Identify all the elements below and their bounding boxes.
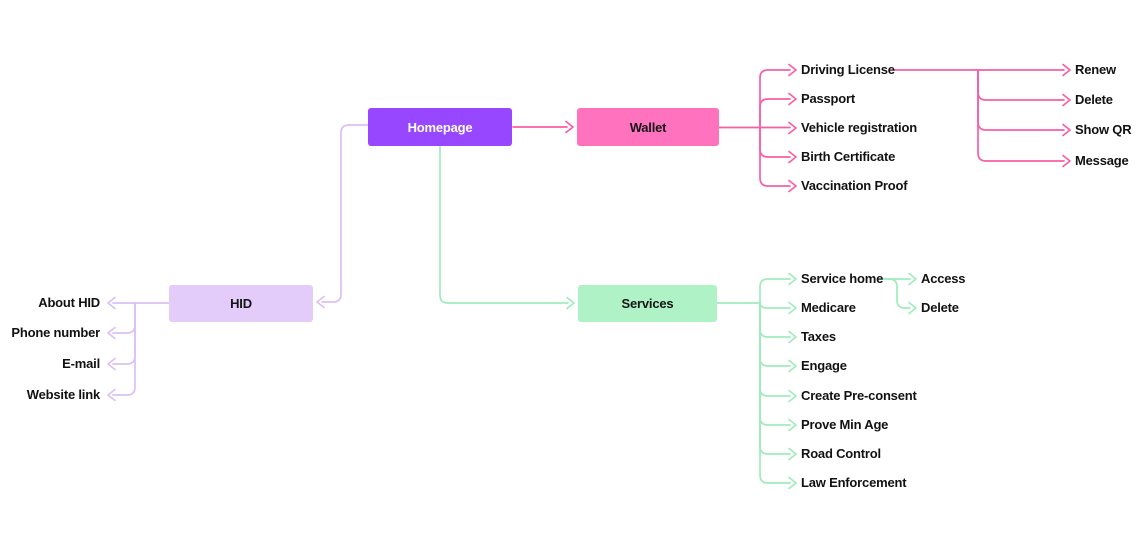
arrowhead-right-icon [1062,63,1071,77]
connector-homepage-services [439,145,575,310]
leaf-sh-delete[interactable]: Delete [921,300,959,315]
leaf-website-link[interactable]: Website link [26,387,100,402]
leaf-renew[interactable]: Renew [1075,62,1116,77]
connector-homepage-hid [316,124,369,309]
node-homepage-label: Homepage [407,119,473,135]
connector-wallet-driving-license [759,63,797,129]
node-wallet[interactable]: Wallet [577,108,719,146]
leaf-birth-certificate[interactable]: Birth Certificate [801,149,896,164]
arrowhead-right-icon [565,120,574,134]
connector-dl-show-qr [977,69,1071,137]
connector-wallet-vaccination-proof [759,126,797,193]
connector-homepage-wallet [512,120,574,134]
connector-services-taxes [759,302,797,344]
connector-services-medicare [759,301,797,315]
connector-hid-phone [107,302,136,340]
node-services[interactable]: Services [578,285,717,322]
leaf-message[interactable]: Message [1075,153,1129,168]
arrowhead-right-icon [788,63,797,77]
leaf-engage[interactable]: Engage [801,358,847,373]
connector-services-road-control [759,302,797,461]
leaf-vehicle-registration[interactable]: Vehicle registration [801,120,917,135]
connector-services-service-home [759,272,797,304]
connector-hid-about [107,296,170,310]
leaf-taxes[interactable]: Taxes [801,329,836,344]
leaf-prove-min-age[interactable]: Prove Min Age [801,417,889,432]
leaf-phone-number[interactable]: Phone number [11,325,100,340]
arrowhead-right-icon [1062,93,1071,107]
arrowhead-right-icon [788,179,797,193]
arrowhead-left-icon [316,295,325,309]
node-hid-label: HID [230,296,252,311]
arrowhead-right-icon [908,272,917,286]
arrowhead-right-icon [1062,154,1071,168]
connector-services-law-enforcement [759,302,797,490]
connector-hid-website [107,302,136,402]
arrowhead-right-icon [788,330,797,344]
connector-services-create-pre-consent [759,302,797,403]
node-homepage[interactable]: Homepage [368,108,512,146]
arrowhead-right-icon [1062,123,1071,137]
arrowhead-left-icon [107,296,116,310]
arrowhead-left-icon [107,388,116,402]
leaf-vaccination-proof[interactable]: Vaccination Proof [801,178,908,193]
leaf-show-qr[interactable]: Show QR [1075,122,1132,137]
node-services-label: Services [621,296,674,311]
arrowhead-right-icon [788,150,797,164]
leaf-create-pre-consent[interactable]: Create Pre-consent [801,388,917,403]
connector-servicehome-delete [879,278,917,315]
arrowhead-left-icon [107,357,116,371]
leaf-access[interactable]: Access [921,271,966,286]
leaf-medicare[interactable]: Medicare [801,300,856,315]
leaf-dl-delete[interactable]: Delete [1075,92,1113,107]
arrowhead-right-icon [788,447,797,461]
arrowhead-right-icon [788,359,797,373]
leaf-driving-license[interactable]: Driving License [801,62,895,77]
connector-dl-delete [977,69,1071,107]
leaf-law-enforcement[interactable]: Law Enforcement [801,475,907,490]
arrowhead-right-icon [908,301,917,315]
leaf-email[interactable]: E-mail [62,356,100,371]
leaf-about-hid[interactable]: About HID [38,295,100,310]
leaf-road-control[interactable]: Road Control [801,446,881,461]
connector-dl-renew [892,63,1071,77]
node-hid[interactable]: HID [169,285,313,322]
arrowhead-right-icon [788,121,797,135]
arrowhead-right-icon [788,389,797,403]
leaf-service-home[interactable]: Service home [801,271,884,286]
arrowhead-right-icon [788,476,797,490]
connector-wallet-passport [759,92,797,129]
connector-wallet-vehicle-registration [718,121,797,135]
arrowhead-left-icon [107,326,116,340]
arrowhead-right-icon [788,272,797,286]
arrowhead-right-icon [788,301,797,315]
connector-dl-message [977,69,1071,168]
arrowhead-right-icon [788,418,797,432]
node-wallet-label: Wallet [629,119,667,135]
arrowhead-right-icon [566,296,575,310]
leaf-passport[interactable]: Passport [801,91,856,106]
arrowhead-right-icon [788,92,797,106]
